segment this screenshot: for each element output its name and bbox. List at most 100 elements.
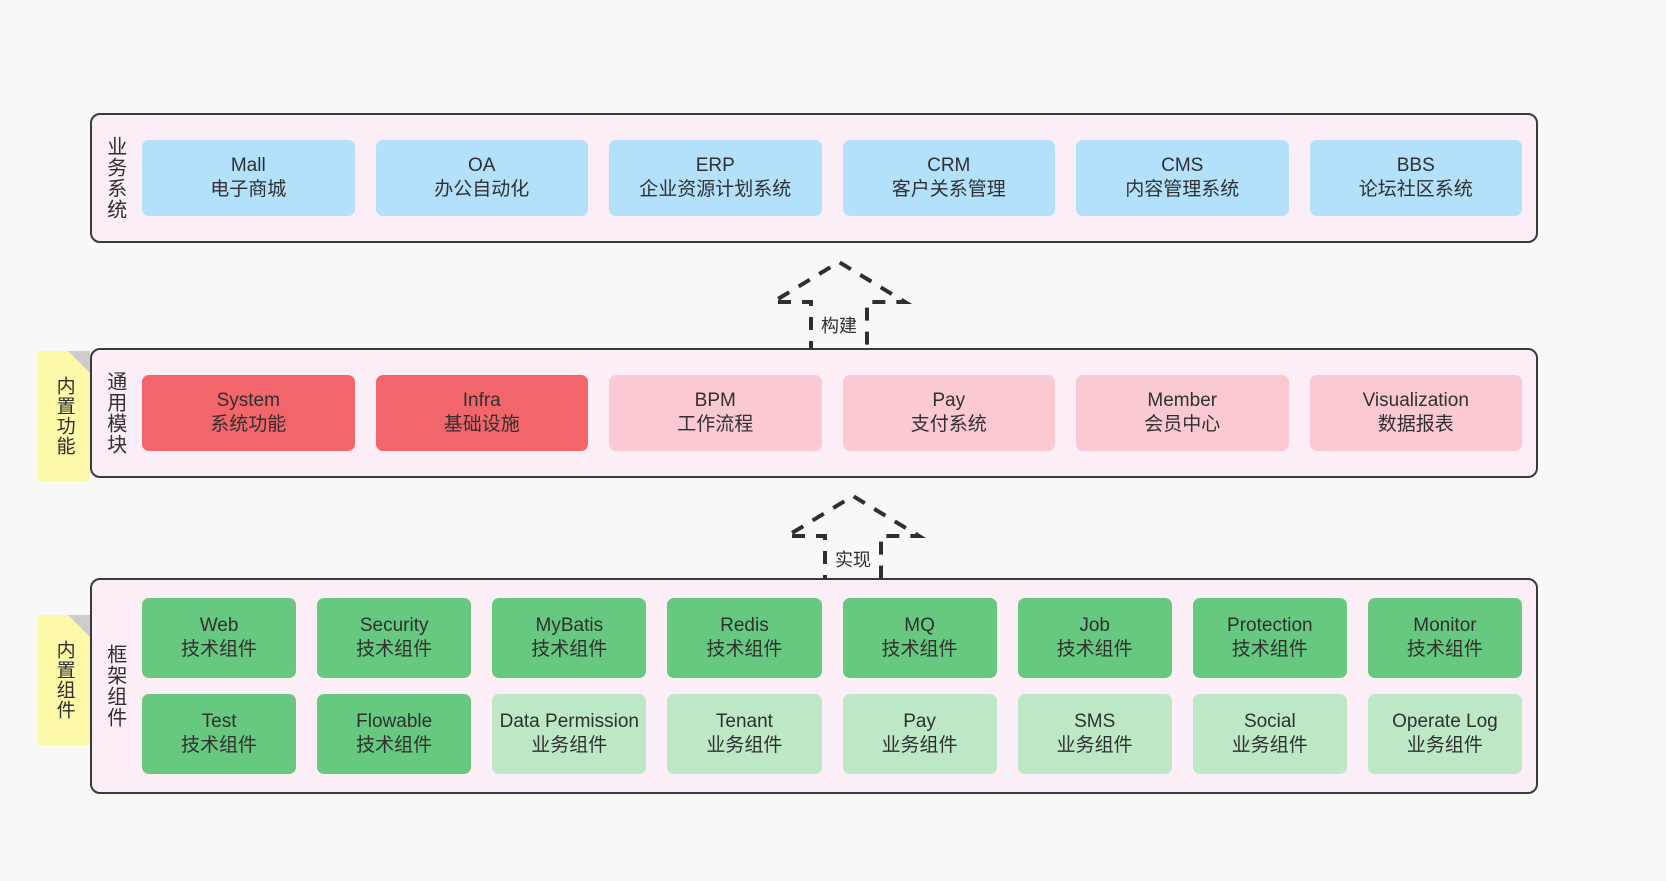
node-title: Tenant bbox=[715, 711, 773, 733]
node-subtitle: 技术组件 bbox=[356, 735, 433, 756]
node-cms[interactable]: CMS 内容管理系统 bbox=[1076, 140, 1289, 216]
node-bpm[interactable]: BPM 工作流程 bbox=[609, 375, 822, 451]
node-title: CMS bbox=[1161, 155, 1204, 177]
node-mall[interactable]: Mall 电子商城 bbox=[142, 140, 355, 216]
node-mq[interactable]: MQ 技术组件 bbox=[842, 598, 997, 678]
layer-framework-components: 框架组件 Web 技术组件 Security 技术组件 MyBatis 技术组件… bbox=[90, 578, 1538, 794]
node-row: System 系统功能 Infra 基础设施 BPM 工作流程 Pay 支付系统… bbox=[142, 375, 1522, 451]
node-oa[interactable]: OA 办公自动化 bbox=[375, 140, 588, 216]
node-system[interactable]: System 系统功能 bbox=[142, 375, 355, 451]
node-title: Visualization bbox=[1362, 390, 1469, 412]
node-subtitle: 内容管理系统 bbox=[1125, 179, 1240, 200]
node-title: SMS bbox=[1074, 711, 1116, 733]
node-test[interactable]: Test 技术组件 bbox=[142, 694, 297, 774]
node-subtitle: 工作流程 bbox=[677, 414, 754, 435]
node-title: Pay bbox=[903, 711, 936, 733]
node-job[interactable]: Job 技术组件 bbox=[1017, 598, 1172, 678]
node-subtitle: 业务组件 bbox=[881, 735, 958, 756]
node-row: Test 技术组件 Flowable 技术组件 Data Permission … bbox=[142, 694, 1522, 774]
node-subtitle: 电子商城 bbox=[210, 179, 287, 200]
node-subtitle: 业务组件 bbox=[1056, 735, 1133, 756]
node-title: Operate Log bbox=[1392, 711, 1498, 733]
node-subtitle: 客户关系管理 bbox=[891, 179, 1006, 200]
node-subtitle: 技术组件 bbox=[881, 639, 958, 660]
node-flowable[interactable]: Flowable 技术组件 bbox=[317, 694, 472, 774]
node-subtitle: 技术组件 bbox=[706, 639, 783, 660]
note-builtin-component: 内置组件 bbox=[38, 615, 90, 745]
node-title: Infra bbox=[462, 390, 501, 412]
layer-business-systems: 业务系统 Mall 电子商城 OA 办公自动化 ERP 企业资源计划系统 CRM… bbox=[90, 113, 1538, 243]
connector-build: 构建 bbox=[763, 258, 915, 354]
node-tenant[interactable]: Tenant 业务组件 bbox=[667, 694, 822, 774]
node-title: OA bbox=[468, 155, 496, 177]
node-web[interactable]: Web 技术组件 bbox=[142, 598, 297, 678]
node-pay-component[interactable]: Pay 业务组件 bbox=[842, 694, 997, 774]
node-pay[interactable]: Pay 支付系统 bbox=[842, 375, 1055, 451]
node-security[interactable]: Security 技术组件 bbox=[317, 598, 472, 678]
node-subtitle: 基础设施 bbox=[443, 414, 520, 435]
note-builtin-function: 内置功能 bbox=[38, 351, 90, 481]
layer-title-common-modules: 通用模块 bbox=[103, 371, 126, 455]
node-subtitle: 技术组件 bbox=[181, 639, 258, 660]
node-sms[interactable]: SMS 业务组件 bbox=[1017, 694, 1172, 774]
node-title: Job bbox=[1079, 615, 1110, 637]
node-infra[interactable]: Infra 基础设施 bbox=[375, 375, 588, 451]
node-title: Social bbox=[1243, 711, 1296, 733]
node-crm[interactable]: CRM 客户关系管理 bbox=[842, 140, 1055, 216]
layer-body-common-modules: System 系统功能 Infra 基础设施 BPM 工作流程 Pay 支付系统… bbox=[136, 350, 1536, 476]
node-title: BBS bbox=[1396, 155, 1435, 177]
layer-title-framework-components: 框架组件 bbox=[103, 644, 126, 728]
node-title: Protection bbox=[1227, 615, 1313, 637]
node-visualization[interactable]: Visualization 数据报表 bbox=[1309, 375, 1522, 451]
node-title: CRM bbox=[927, 155, 971, 177]
node-subtitle: 业务组件 bbox=[1231, 735, 1308, 756]
node-row: Mall 电子商城 OA 办公自动化 ERP 企业资源计划系统 CRM 客户关系… bbox=[142, 140, 1522, 216]
node-social[interactable]: Social 业务组件 bbox=[1192, 694, 1347, 774]
node-protection[interactable]: Protection 技术组件 bbox=[1192, 598, 1347, 678]
node-title: Member bbox=[1147, 390, 1218, 412]
layer-title-business-systems: 业务系统 bbox=[103, 136, 126, 220]
node-subtitle: 企业资源计划系统 bbox=[639, 179, 792, 200]
layer-common-modules: 通用模块 System 系统功能 Infra 基础设施 BPM 工作流程 Pay… bbox=[90, 348, 1538, 478]
node-subtitle: 技术组件 bbox=[1056, 639, 1133, 660]
dashed-hollow-arrow-icon bbox=[765, 259, 913, 354]
layer-body-framework-components: Web 技术组件 Security 技术组件 MyBatis 技术组件 Redi… bbox=[136, 580, 1536, 792]
node-title: Test bbox=[201, 711, 237, 733]
node-bbs[interactable]: BBS 论坛社区系统 bbox=[1309, 140, 1522, 216]
node-title: Web bbox=[199, 615, 239, 637]
node-title: Pay bbox=[932, 390, 966, 412]
dashed-hollow-arrow-icon bbox=[779, 493, 927, 588]
node-subtitle: 系统功能 bbox=[210, 414, 287, 435]
node-monitor[interactable]: Monitor 技术组件 bbox=[1367, 598, 1522, 678]
node-member[interactable]: Member 会员中心 bbox=[1076, 375, 1289, 451]
node-title: BPM bbox=[694, 390, 736, 412]
node-data-permission[interactable]: Data Permission 业务组件 bbox=[492, 694, 647, 774]
node-mybatis[interactable]: MyBatis 技术组件 bbox=[492, 598, 647, 678]
node-subtitle: 技术组件 bbox=[356, 639, 433, 660]
node-subtitle: 论坛社区系统 bbox=[1358, 179, 1473, 200]
node-title: Data Permission bbox=[499, 711, 639, 733]
node-title: Monitor bbox=[1413, 615, 1477, 637]
layer-body-business-systems: Mall 电子商城 OA 办公自动化 ERP 企业资源计划系统 CRM 客户关系… bbox=[136, 115, 1536, 241]
node-subtitle: 技术组件 bbox=[1406, 639, 1483, 660]
node-subtitle: 业务组件 bbox=[706, 735, 783, 756]
node-title: Security bbox=[359, 615, 429, 637]
node-title: MQ bbox=[904, 615, 935, 637]
node-title: Redis bbox=[720, 615, 769, 637]
node-subtitle: 技术组件 bbox=[531, 639, 608, 660]
node-title: MyBatis bbox=[535, 615, 604, 637]
node-subtitle: 数据报表 bbox=[1377, 414, 1454, 435]
connector-implement: 实现 bbox=[777, 492, 929, 588]
node-subtitle: 业务组件 bbox=[531, 735, 608, 756]
node-redis[interactable]: Redis 技术组件 bbox=[667, 598, 822, 678]
node-operate-log[interactable]: Operate Log 业务组件 bbox=[1367, 694, 1522, 774]
node-subtitle: 业务组件 bbox=[1406, 735, 1483, 756]
node-title: Mall bbox=[230, 155, 266, 177]
node-subtitle: 技术组件 bbox=[181, 735, 258, 756]
node-subtitle: 技术组件 bbox=[1231, 639, 1308, 660]
node-title: System bbox=[216, 390, 280, 412]
node-subtitle: 办公自动化 bbox=[434, 179, 530, 200]
node-erp[interactable]: ERP 企业资源计划系统 bbox=[609, 140, 822, 216]
node-subtitle: 支付系统 bbox=[910, 414, 987, 435]
